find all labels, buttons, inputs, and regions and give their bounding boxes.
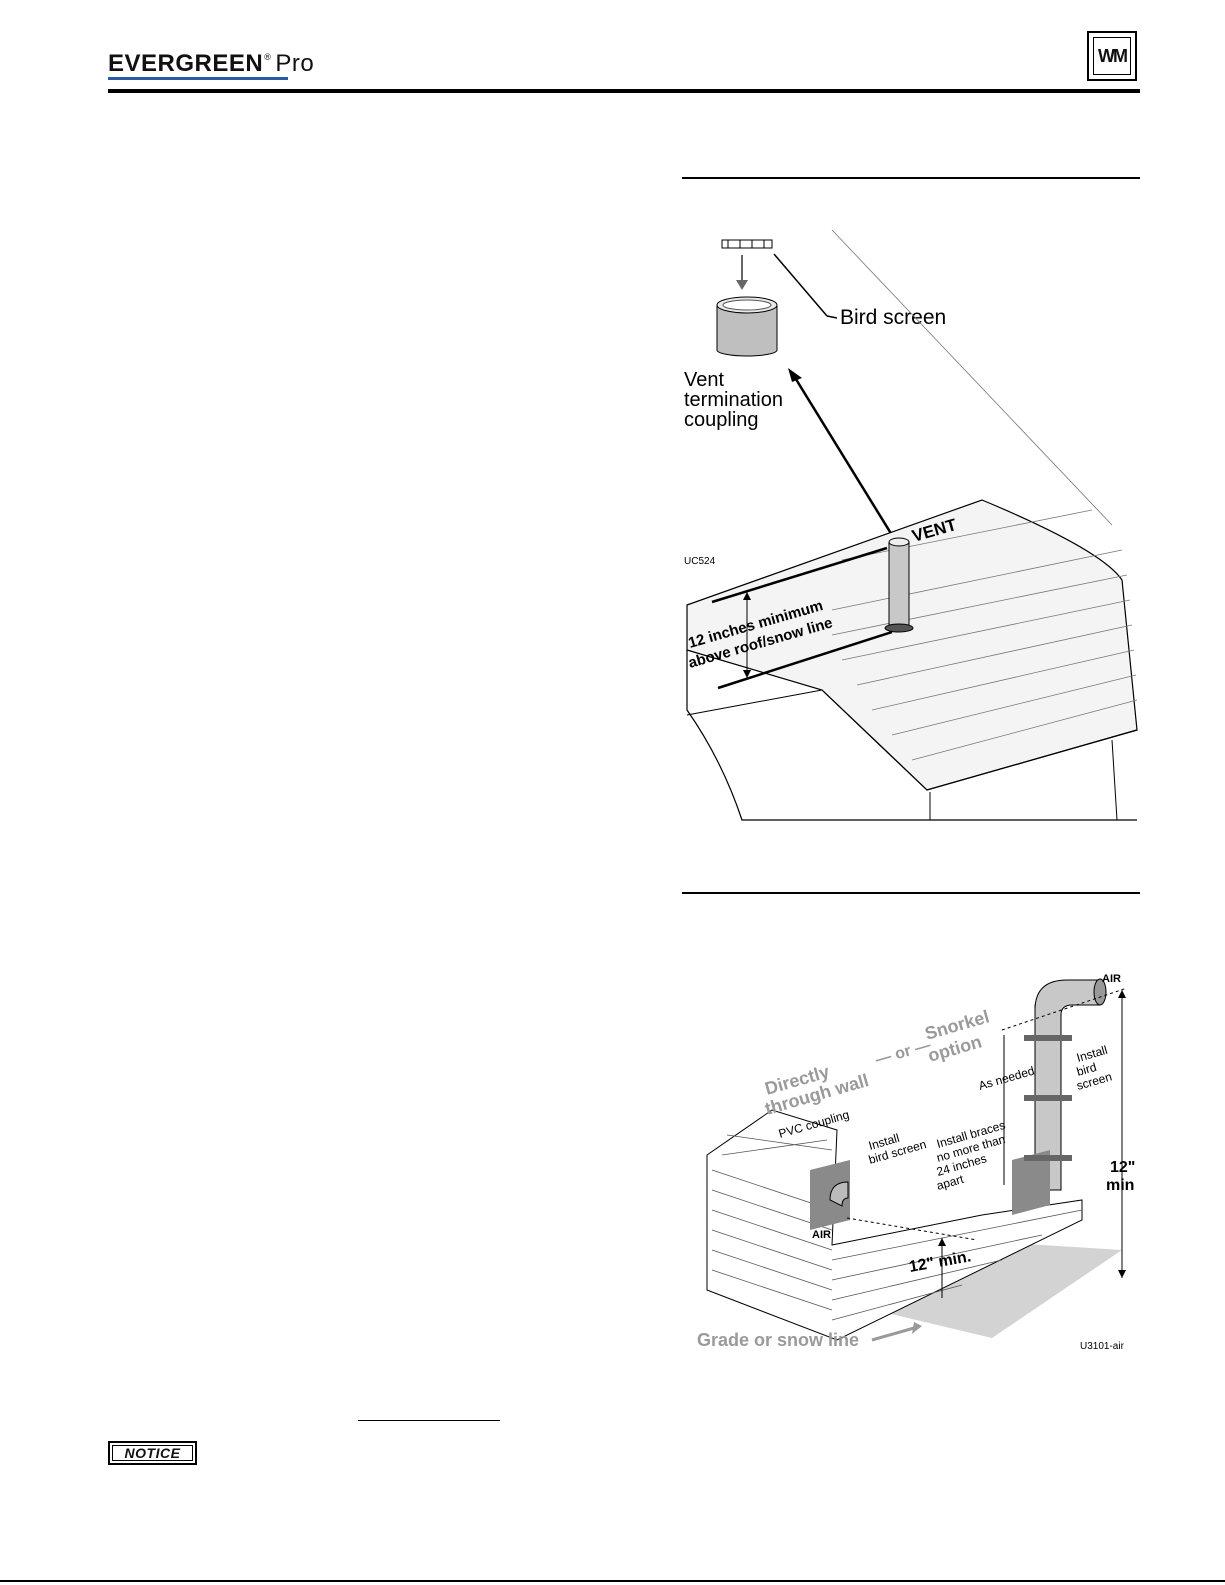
brand-underline [108, 77, 288, 80]
wm-logo-mark: WM [1093, 37, 1131, 75]
min-right-line1: 12" [1110, 1159, 1135, 1176]
figure1-code: UC524 [684, 556, 716, 567]
footer-rule [0, 1580, 1225, 1582]
bird-screen-label: Bird screen [840, 306, 946, 329]
figure2-sidewall-air-illustration: Directly through wall — or — Snorkel opt… [697, 973, 1135, 1352]
brand-registered-mark: ® [264, 52, 272, 62]
grade-ground-area [832, 1240, 1122, 1338]
coupling-label-line3: coupling [684, 409, 759, 431]
brand-wordmark: EVERGREEN®Pro [108, 50, 314, 78]
roof-shingles-illustration [686, 230, 1138, 821]
figure1-roof-vent-illustration: Bird screen Vent termination coupling VE… [684, 230, 1138, 821]
as-needed-label: As needed [977, 1064, 1036, 1093]
notice-badge: NOTICE [108, 1441, 197, 1465]
min-right-line2: min [1106, 1177, 1134, 1194]
notice-badge-border [112, 1445, 193, 1461]
snorkel-pipe-icon [1012, 978, 1107, 1215]
option-or: — or — [873, 1037, 932, 1069]
wm-logo: WM [1087, 31, 1137, 81]
brand-secondary: Pro [275, 50, 315, 77]
brand-primary: EVERGREEN [108, 50, 264, 77]
coupling-label-line1: Vent [684, 369, 724, 391]
coupling-label-line2: termination [684, 389, 783, 411]
install-line2: bird [1075, 1060, 1098, 1079]
underline-rule [358, 1420, 500, 1421]
figure2-code: U3101-air [1080, 1341, 1125, 1352]
air-top-label: AIR [1102, 973, 1121, 985]
coupling-cylinder-icon [716, 296, 778, 357]
figure1-top-rule [682, 177, 1140, 179]
vent-pipe-icon [884, 537, 914, 633]
pvc-elbow-icon [829, 1181, 849, 1207]
figure2-top-rule [682, 892, 1140, 894]
header-rule [108, 89, 1140, 93]
notice-label: NOTICE [124, 1445, 181, 1461]
bird-screen-icon [721, 239, 773, 249]
air-left-label: AIR [812, 1229, 831, 1241]
grade-snow-line-label: Grade or snow line [697, 1330, 859, 1350]
